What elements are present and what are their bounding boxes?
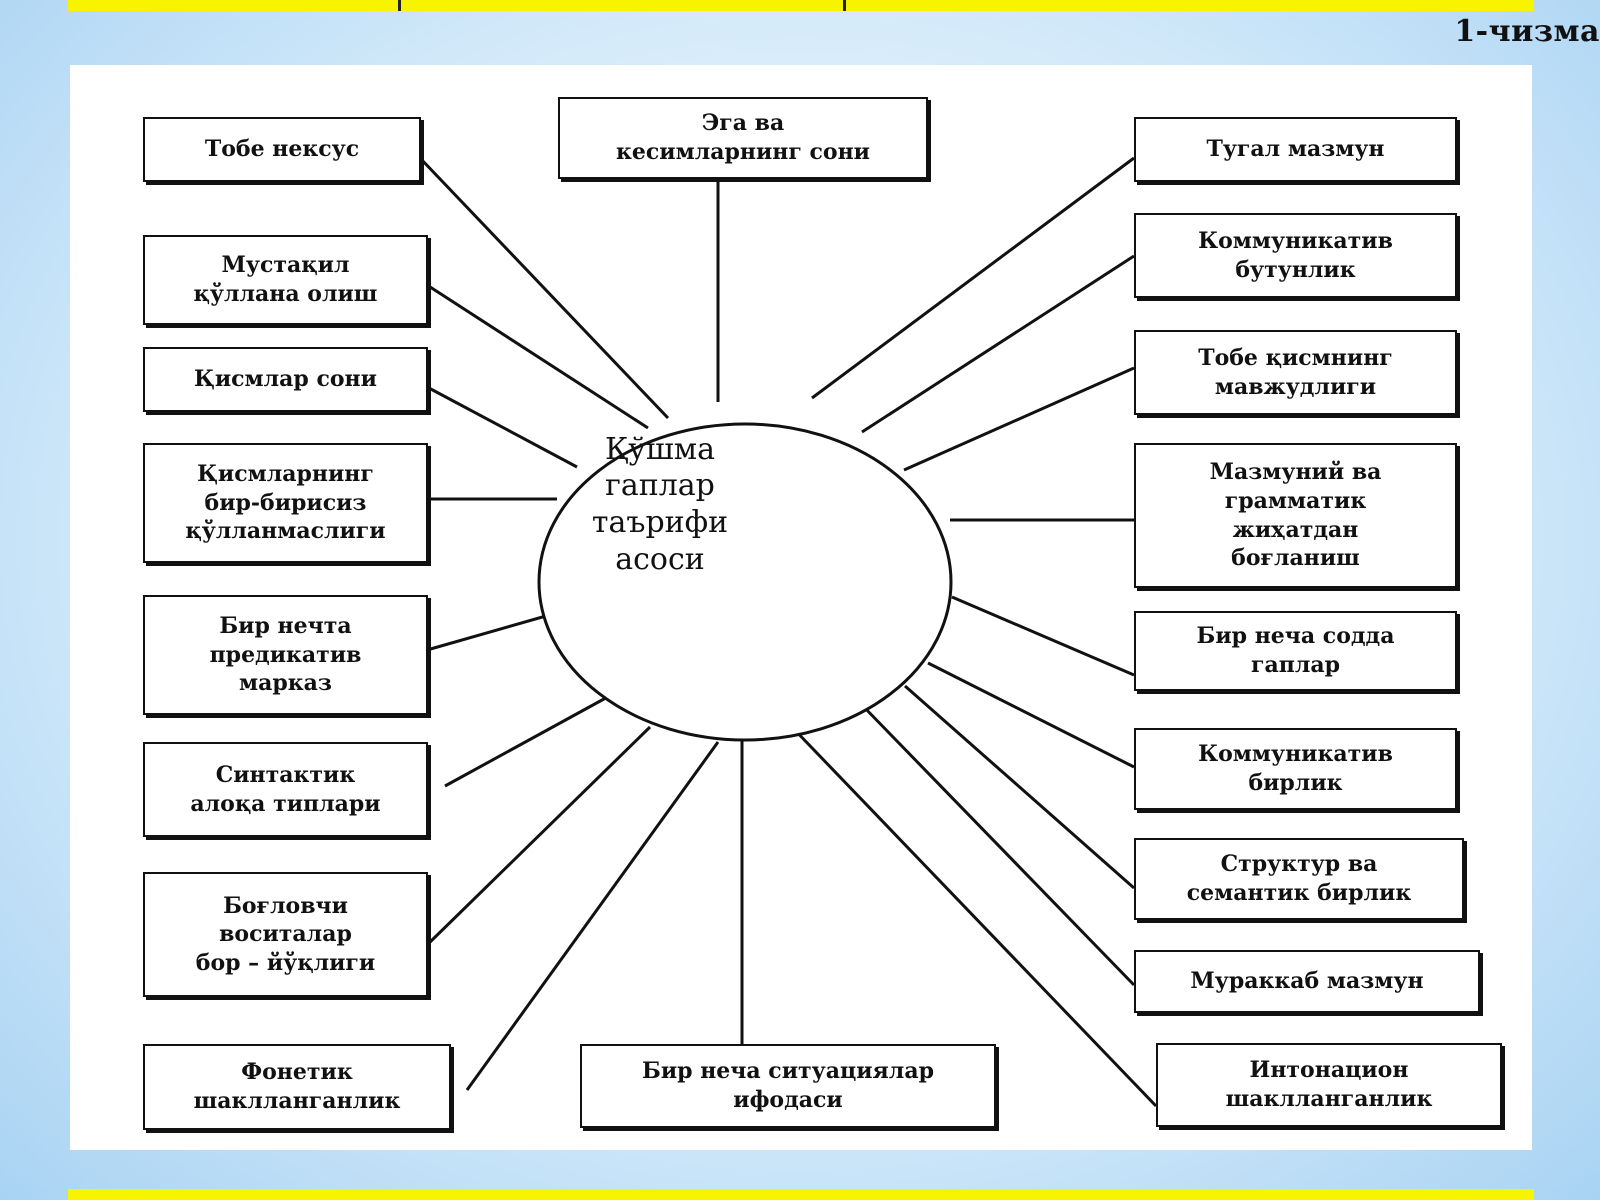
bar-tick: [398, 0, 401, 11]
box-left-conjunction-means: Боғловчи воситалар бор – йўқлиги: [143, 872, 428, 997]
connector-line: [426, 610, 561, 652]
box-right-subordinate-part: Тобе қисмнинг мавжудлиги: [1134, 330, 1457, 415]
connector-line: [904, 684, 1135, 890]
box-right-structural-semantic-unit: Структур ва семантик бирлик: [1134, 838, 1464, 920]
connector-line: [951, 595, 1135, 677]
center-ellipse: [537, 422, 953, 742]
connector-line: [788, 723, 1158, 1108]
box-right-intonation-form: Интонацион шаклланганлик: [1156, 1043, 1502, 1127]
top-yellow-bar: [68, 0, 1534, 11]
box-right-complete-meaning: Тугал мазмун: [1134, 117, 1457, 182]
connector-line: [861, 254, 1135, 434]
figure-label: 1-чизма: [1454, 14, 1600, 49]
box-left-predicative-centers: Бир нечта предикатив марказ: [143, 595, 428, 715]
box-right-complex-meaning: Мураккаб мазмун: [1134, 950, 1480, 1013]
connector-line: [465, 741, 720, 1091]
connector-line: [426, 283, 649, 430]
connector-line: [903, 366, 1135, 472]
box-left-independent-use: Мустақил қўллана олиш: [143, 235, 428, 325]
box-left-syntactic-links: Синтактик алоқа типлари: [143, 742, 428, 837]
box-left-phonetic-form: Фонетик шаклланганлик: [143, 1044, 451, 1130]
box-left-parts-count: Қисмлар сони: [143, 347, 428, 412]
box-top-subject-predicate-count: Эга ва кесимларнинг сони: [558, 97, 928, 179]
box-bottom-several-situations: Бир неча ситуациялар ифодаси: [580, 1044, 996, 1128]
bar-tick: [843, 0, 846, 11]
center-label: Қўшма гаплар таърифи асоси: [591, 431, 729, 577]
box-right-meaning-grammar-link: Мазмуний ва грамматик жиҳатдан боғланиш: [1134, 443, 1457, 588]
connector-line: [927, 661, 1135, 769]
connector-line: [426, 385, 578, 469]
box-left-subordinate-nexus: Тобе нексус: [143, 117, 421, 182]
connector-line: [425, 725, 652, 947]
box-right-communicative-unit: Коммуникатив бирлик: [1134, 728, 1457, 810]
box-right-several-simple-sentences: Бир неча содда гаплар: [1134, 611, 1457, 691]
connector-line: [444, 686, 625, 788]
bottom-yellow-bar: [68, 1189, 1534, 1200]
connector-line: [811, 156, 1135, 400]
connector-line: [858, 701, 1136, 987]
box-right-communicative-whole: Коммуникатив бутунлик: [1134, 213, 1457, 298]
connector-line: [418, 156, 670, 420]
box-left-parts-interdependence: Қисмларнинг бир-бирисиз қўлланмаслиги: [143, 443, 428, 563]
